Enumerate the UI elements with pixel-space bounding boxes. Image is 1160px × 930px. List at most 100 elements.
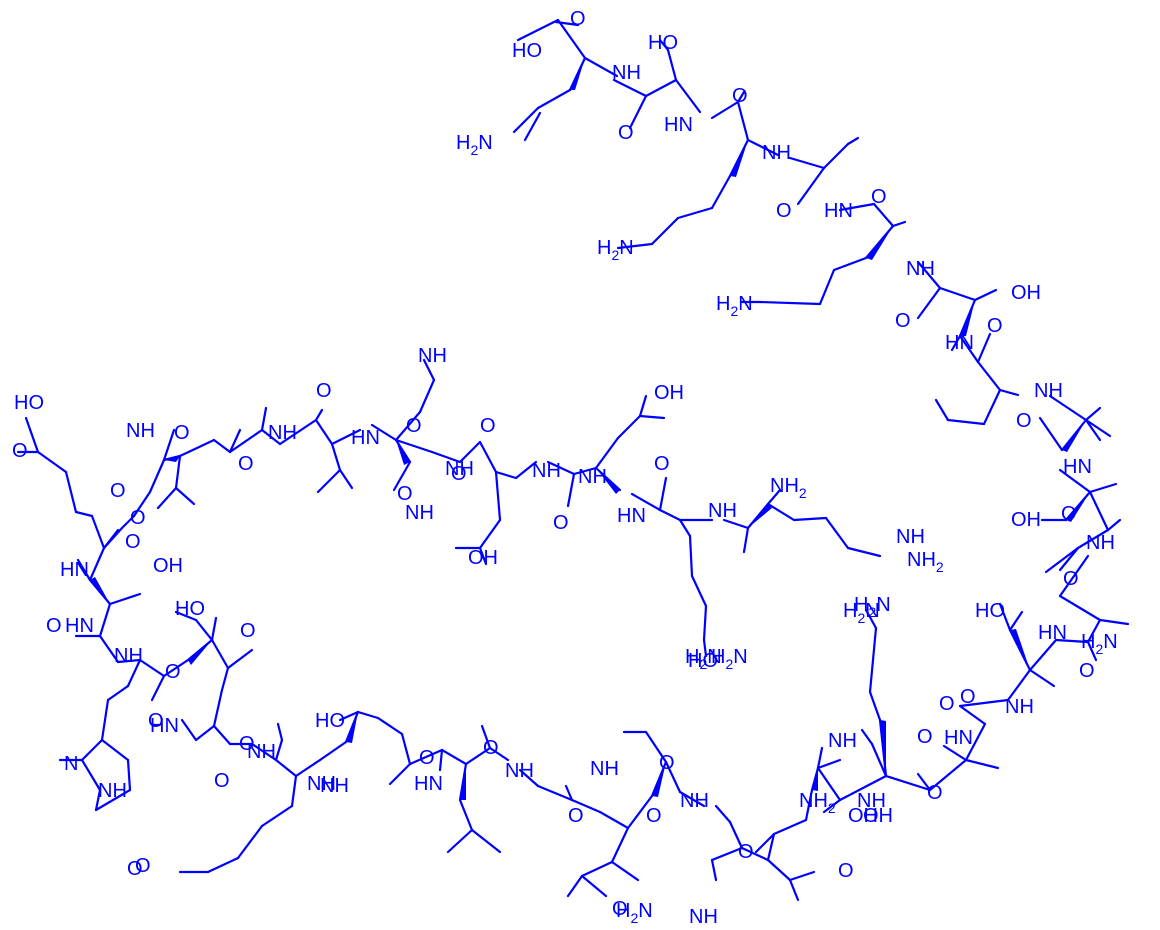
atom-label-39: O xyxy=(553,512,569,534)
bond-195 xyxy=(162,428,176,462)
stereo-wedge-13 xyxy=(90,577,110,604)
bond-9 xyxy=(628,94,648,130)
atom-label-88: HN xyxy=(944,727,973,749)
bond-202 xyxy=(228,428,264,454)
bond-206 xyxy=(314,408,324,422)
bond-168 xyxy=(100,698,110,742)
bond-135 xyxy=(376,716,404,736)
bond-151 xyxy=(212,724,232,746)
bond-76 xyxy=(958,704,987,726)
bond-44 xyxy=(998,388,1020,397)
bond-209 xyxy=(338,468,354,490)
bond-109 xyxy=(644,730,668,764)
bond-63 xyxy=(1058,554,1090,598)
stereo-wedge-6 xyxy=(1010,629,1030,670)
bond-155 xyxy=(220,666,230,692)
bond-48 xyxy=(1048,394,1088,422)
atom-label-86: NH xyxy=(828,730,857,752)
bond-187 xyxy=(36,450,68,474)
bond-108 xyxy=(664,760,682,794)
bond-176 xyxy=(98,634,120,664)
bond-199 xyxy=(178,438,216,458)
bond-171 xyxy=(80,758,102,792)
atom-label-75: O xyxy=(419,747,435,769)
atom-label-68: HN xyxy=(150,715,179,737)
stereo-wedge-15 xyxy=(396,440,410,465)
bond-92 xyxy=(816,746,824,770)
bond-60 xyxy=(1044,546,1080,574)
bond-227 xyxy=(514,460,538,480)
bond-129 xyxy=(458,798,474,832)
atom-label-42: NH2 xyxy=(770,475,807,501)
atom-label-41: NH xyxy=(708,500,737,522)
bond-145 xyxy=(260,804,294,828)
bond-82 xyxy=(884,774,932,792)
atom-label-95: OH xyxy=(863,805,893,827)
atom-label-85: NH xyxy=(857,790,886,812)
atom-label-96: O xyxy=(612,898,628,920)
bond-42 xyxy=(976,332,992,364)
bond-182 xyxy=(88,546,106,582)
bond-153 xyxy=(180,718,198,742)
bond-47 xyxy=(934,398,950,422)
bond-147 xyxy=(206,856,240,874)
bond-157 xyxy=(210,638,230,670)
bond-222 xyxy=(494,470,518,480)
bond-54 xyxy=(1058,468,1092,494)
atom-label-33: O xyxy=(130,507,146,529)
bond-35 xyxy=(916,260,942,290)
bond-143 xyxy=(276,722,284,742)
atom-label-46: O xyxy=(480,415,496,437)
bond-31 xyxy=(832,256,868,272)
atom-label-56: H2N xyxy=(843,600,880,626)
bond-181 xyxy=(76,558,92,582)
bond-189 xyxy=(24,416,40,454)
atom-label-90: O xyxy=(659,752,675,774)
bond-88 xyxy=(864,608,878,630)
bond-69 xyxy=(1028,638,1058,672)
bond-210 xyxy=(316,468,342,494)
bond-158 xyxy=(210,616,218,642)
bond-61 xyxy=(1106,518,1122,532)
bond-247 xyxy=(742,526,750,554)
atom-label-72: HO xyxy=(315,710,345,732)
bond-113 xyxy=(610,826,630,864)
atom-label-25: O xyxy=(174,422,190,444)
atom-label-97: NH xyxy=(689,906,718,928)
bond-71 xyxy=(998,602,1012,632)
bond-185 xyxy=(74,510,94,518)
stereo-wedge-17 xyxy=(748,504,772,528)
bond-165 xyxy=(116,658,142,664)
bond-152 xyxy=(194,724,216,742)
bond-0 xyxy=(516,18,560,42)
bond-5 xyxy=(536,88,572,110)
bond-238 xyxy=(658,476,668,512)
stereo-wedge-9 xyxy=(652,762,666,797)
atom-label-7: O xyxy=(732,85,748,107)
atom-label-84: O xyxy=(646,805,662,827)
atom-label-32: NH xyxy=(405,502,434,524)
bond-101 xyxy=(788,878,800,902)
bond-91 xyxy=(816,766,842,802)
atom-label-92: O xyxy=(738,841,754,863)
bond-19 xyxy=(710,174,732,210)
atom-label-43: NH2 xyxy=(907,549,944,575)
bond-112 xyxy=(626,794,654,830)
bond-200 xyxy=(212,438,232,454)
bond-6 xyxy=(512,106,540,134)
bond-119 xyxy=(570,798,602,814)
bond-28 xyxy=(872,202,895,228)
atom-label-76: NH xyxy=(320,775,349,797)
bond-126 xyxy=(440,748,468,766)
atom-label-44: O xyxy=(451,463,467,485)
bond-13 xyxy=(674,78,702,114)
bond-229 xyxy=(572,466,598,476)
bond-169 xyxy=(80,738,104,762)
atom-label-1: O xyxy=(570,8,586,30)
bond-141 xyxy=(274,758,298,778)
atom-label-82: NH xyxy=(680,790,709,812)
bond-103 xyxy=(710,846,744,862)
atom-label-49: NH xyxy=(1086,532,1115,554)
bond-51 xyxy=(1038,416,1064,452)
